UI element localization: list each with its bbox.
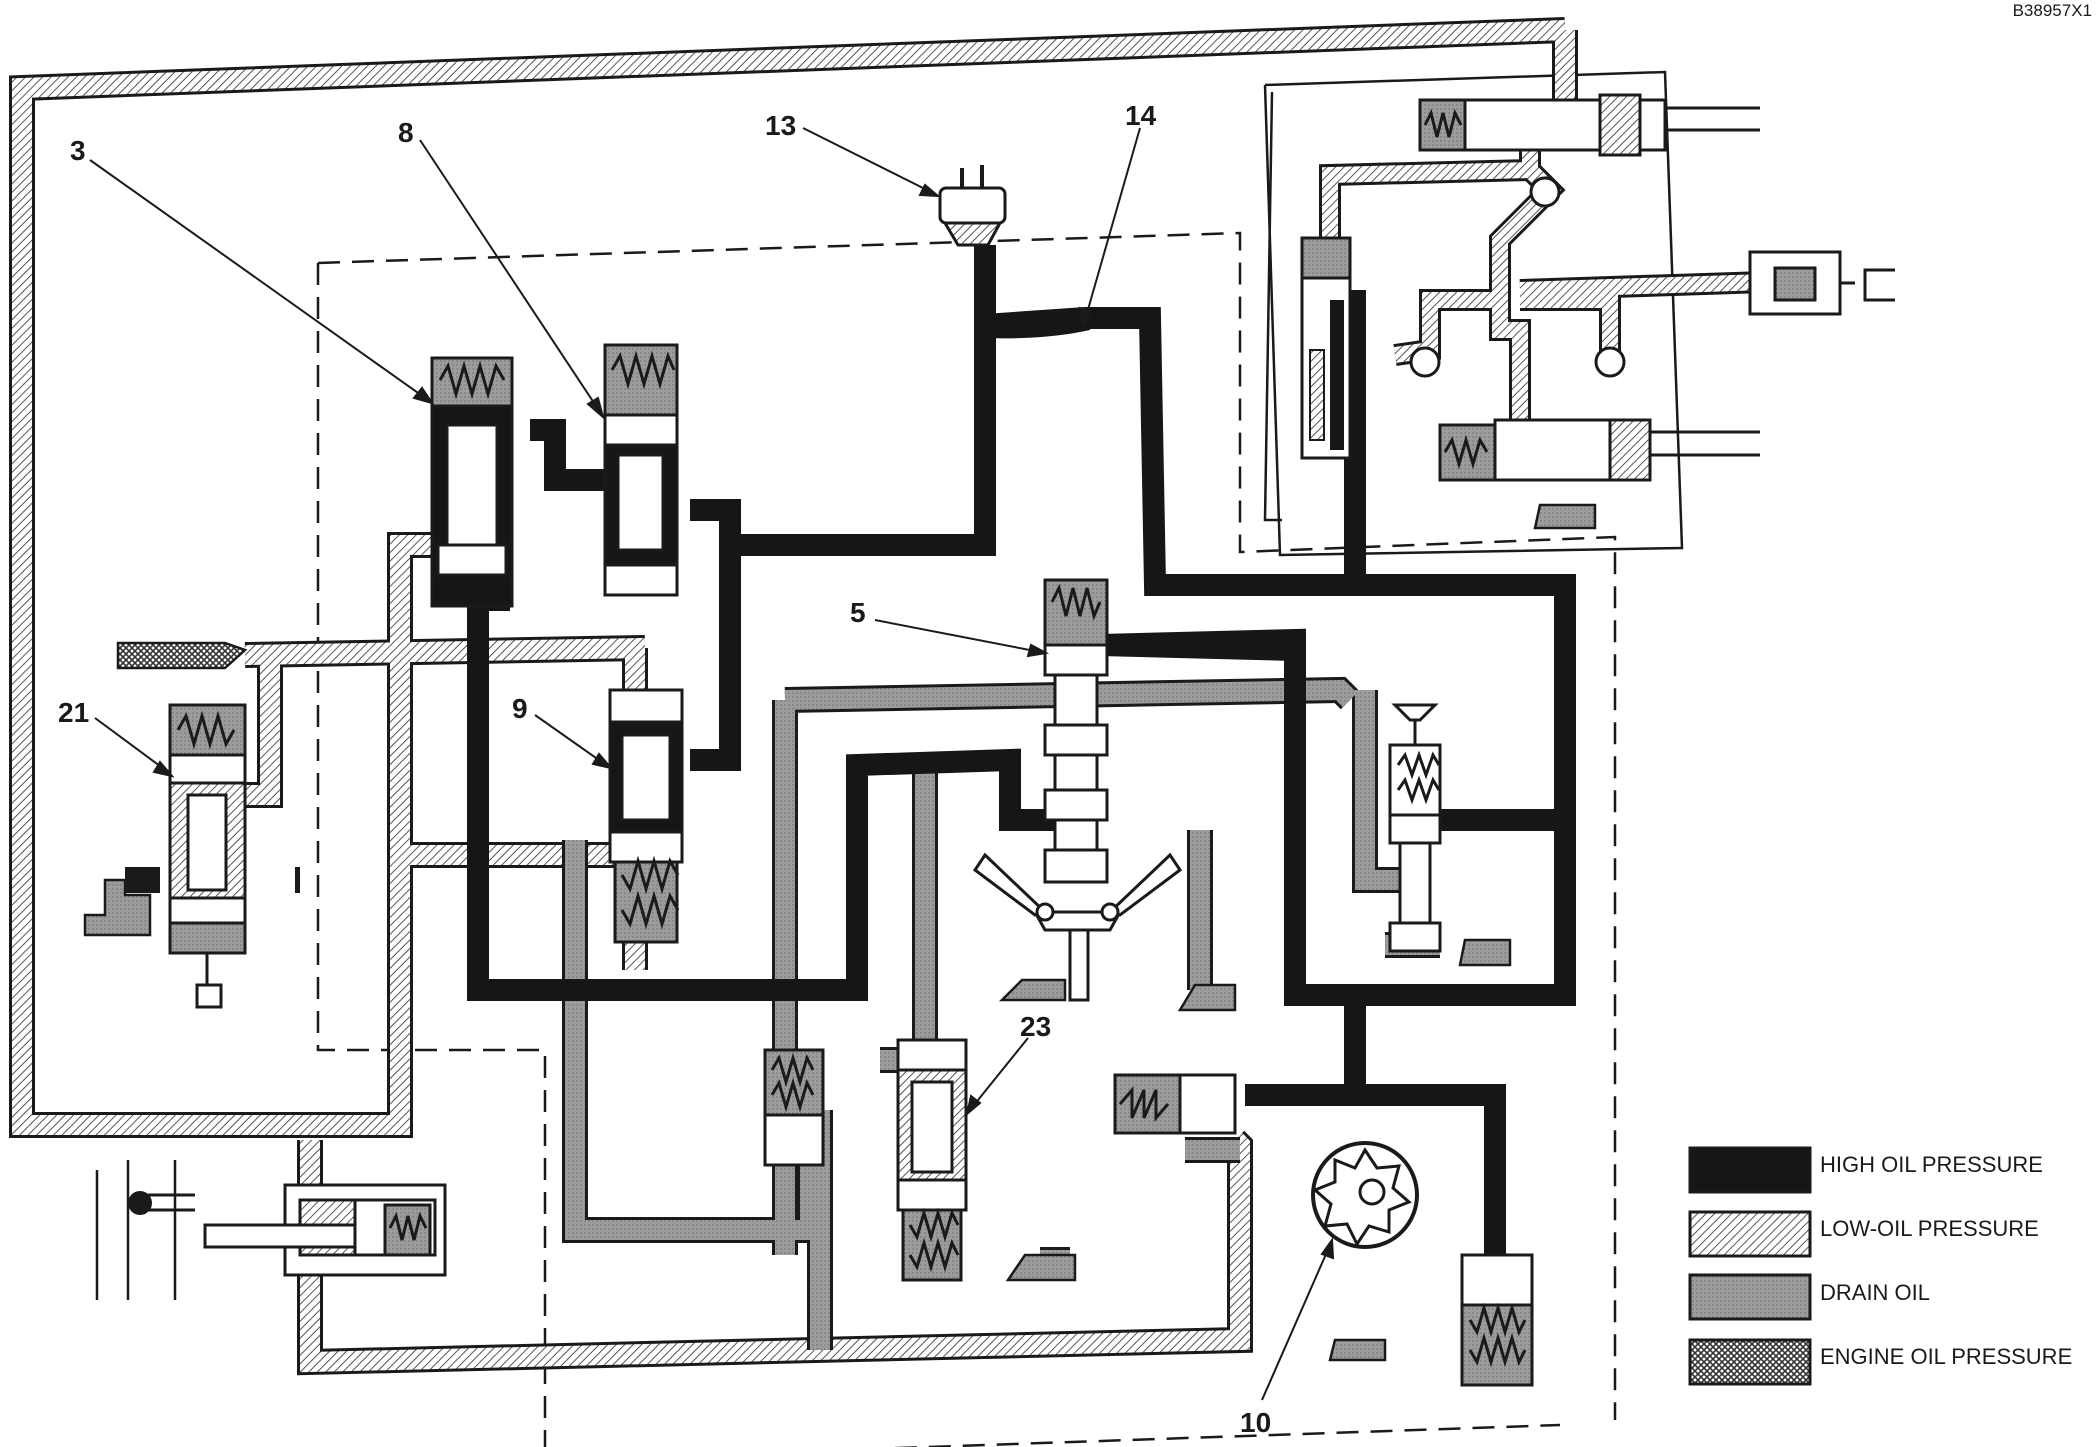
valve-8 bbox=[603, 343, 679, 597]
callout-10: 10 bbox=[1240, 1407, 1271, 1438]
callout-8: 8 bbox=[398, 117, 414, 148]
callout-23: 23 bbox=[1020, 1011, 1051, 1042]
relief-valve-right bbox=[1388, 703, 1442, 953]
valve-lower-right bbox=[1460, 1253, 1534, 1387]
callout-21: 21 bbox=[58, 697, 89, 728]
engine-oil-inlet bbox=[116, 641, 248, 670]
callout-5: 5 bbox=[850, 597, 866, 628]
callout-13: 13 bbox=[765, 110, 796, 141]
legend-label-engine: ENGINE OIL PRESSURE bbox=[1820, 1344, 2072, 1369]
valve-5 bbox=[972, 578, 1183, 1002]
callout-leaders bbox=[89, 127, 1335, 1401]
legend-label-low: LOW-OIL PRESSURE bbox=[1820, 1216, 2039, 1241]
high-pressure-lines bbox=[467, 245, 1576, 1255]
pump-10 bbox=[1311, 1141, 1419, 1249]
drain-sumps bbox=[83, 503, 1597, 1362]
valve-3 bbox=[430, 356, 514, 608]
valve-block bbox=[1300, 93, 1895, 482]
valve-21 bbox=[168, 703, 247, 1009]
legend-swatch-drain bbox=[1688, 1273, 1812, 1321]
reference-code: B38957X1 bbox=[2013, 1, 2092, 20]
sensor-13 bbox=[938, 165, 1007, 247]
legend: HIGH OIL PRESSURE LOW-OIL PRESSURE DRAIN… bbox=[1688, 1146, 2072, 1386]
frame-lines bbox=[95, 1160, 177, 1300]
legend-label-high: HIGH OIL PRESSURE bbox=[1820, 1152, 2043, 1177]
callout-3: 3 bbox=[70, 135, 86, 166]
legend-swatch-engine bbox=[1688, 1338, 1812, 1386]
valve-23 bbox=[896, 1038, 968, 1282]
valve-9 bbox=[608, 688, 684, 944]
lever-valve bbox=[128, 1183, 447, 1277]
orifice-14 bbox=[985, 310, 1090, 339]
legend-swatch-high bbox=[1688, 1146, 1812, 1194]
valve-left-mid bbox=[763, 1048, 825, 1167]
legend-label-drain: DRAIN OIL bbox=[1820, 1280, 1930, 1305]
legend-swatch-low bbox=[1688, 1210, 1812, 1258]
callout-9: 9 bbox=[512, 693, 528, 724]
valve-block-outline bbox=[1263, 70, 1684, 557]
valve-pump-side bbox=[1113, 1073, 1237, 1135]
drain-fill bbox=[565, 679, 1440, 1350]
callout-14: 14 bbox=[1125, 100, 1157, 131]
